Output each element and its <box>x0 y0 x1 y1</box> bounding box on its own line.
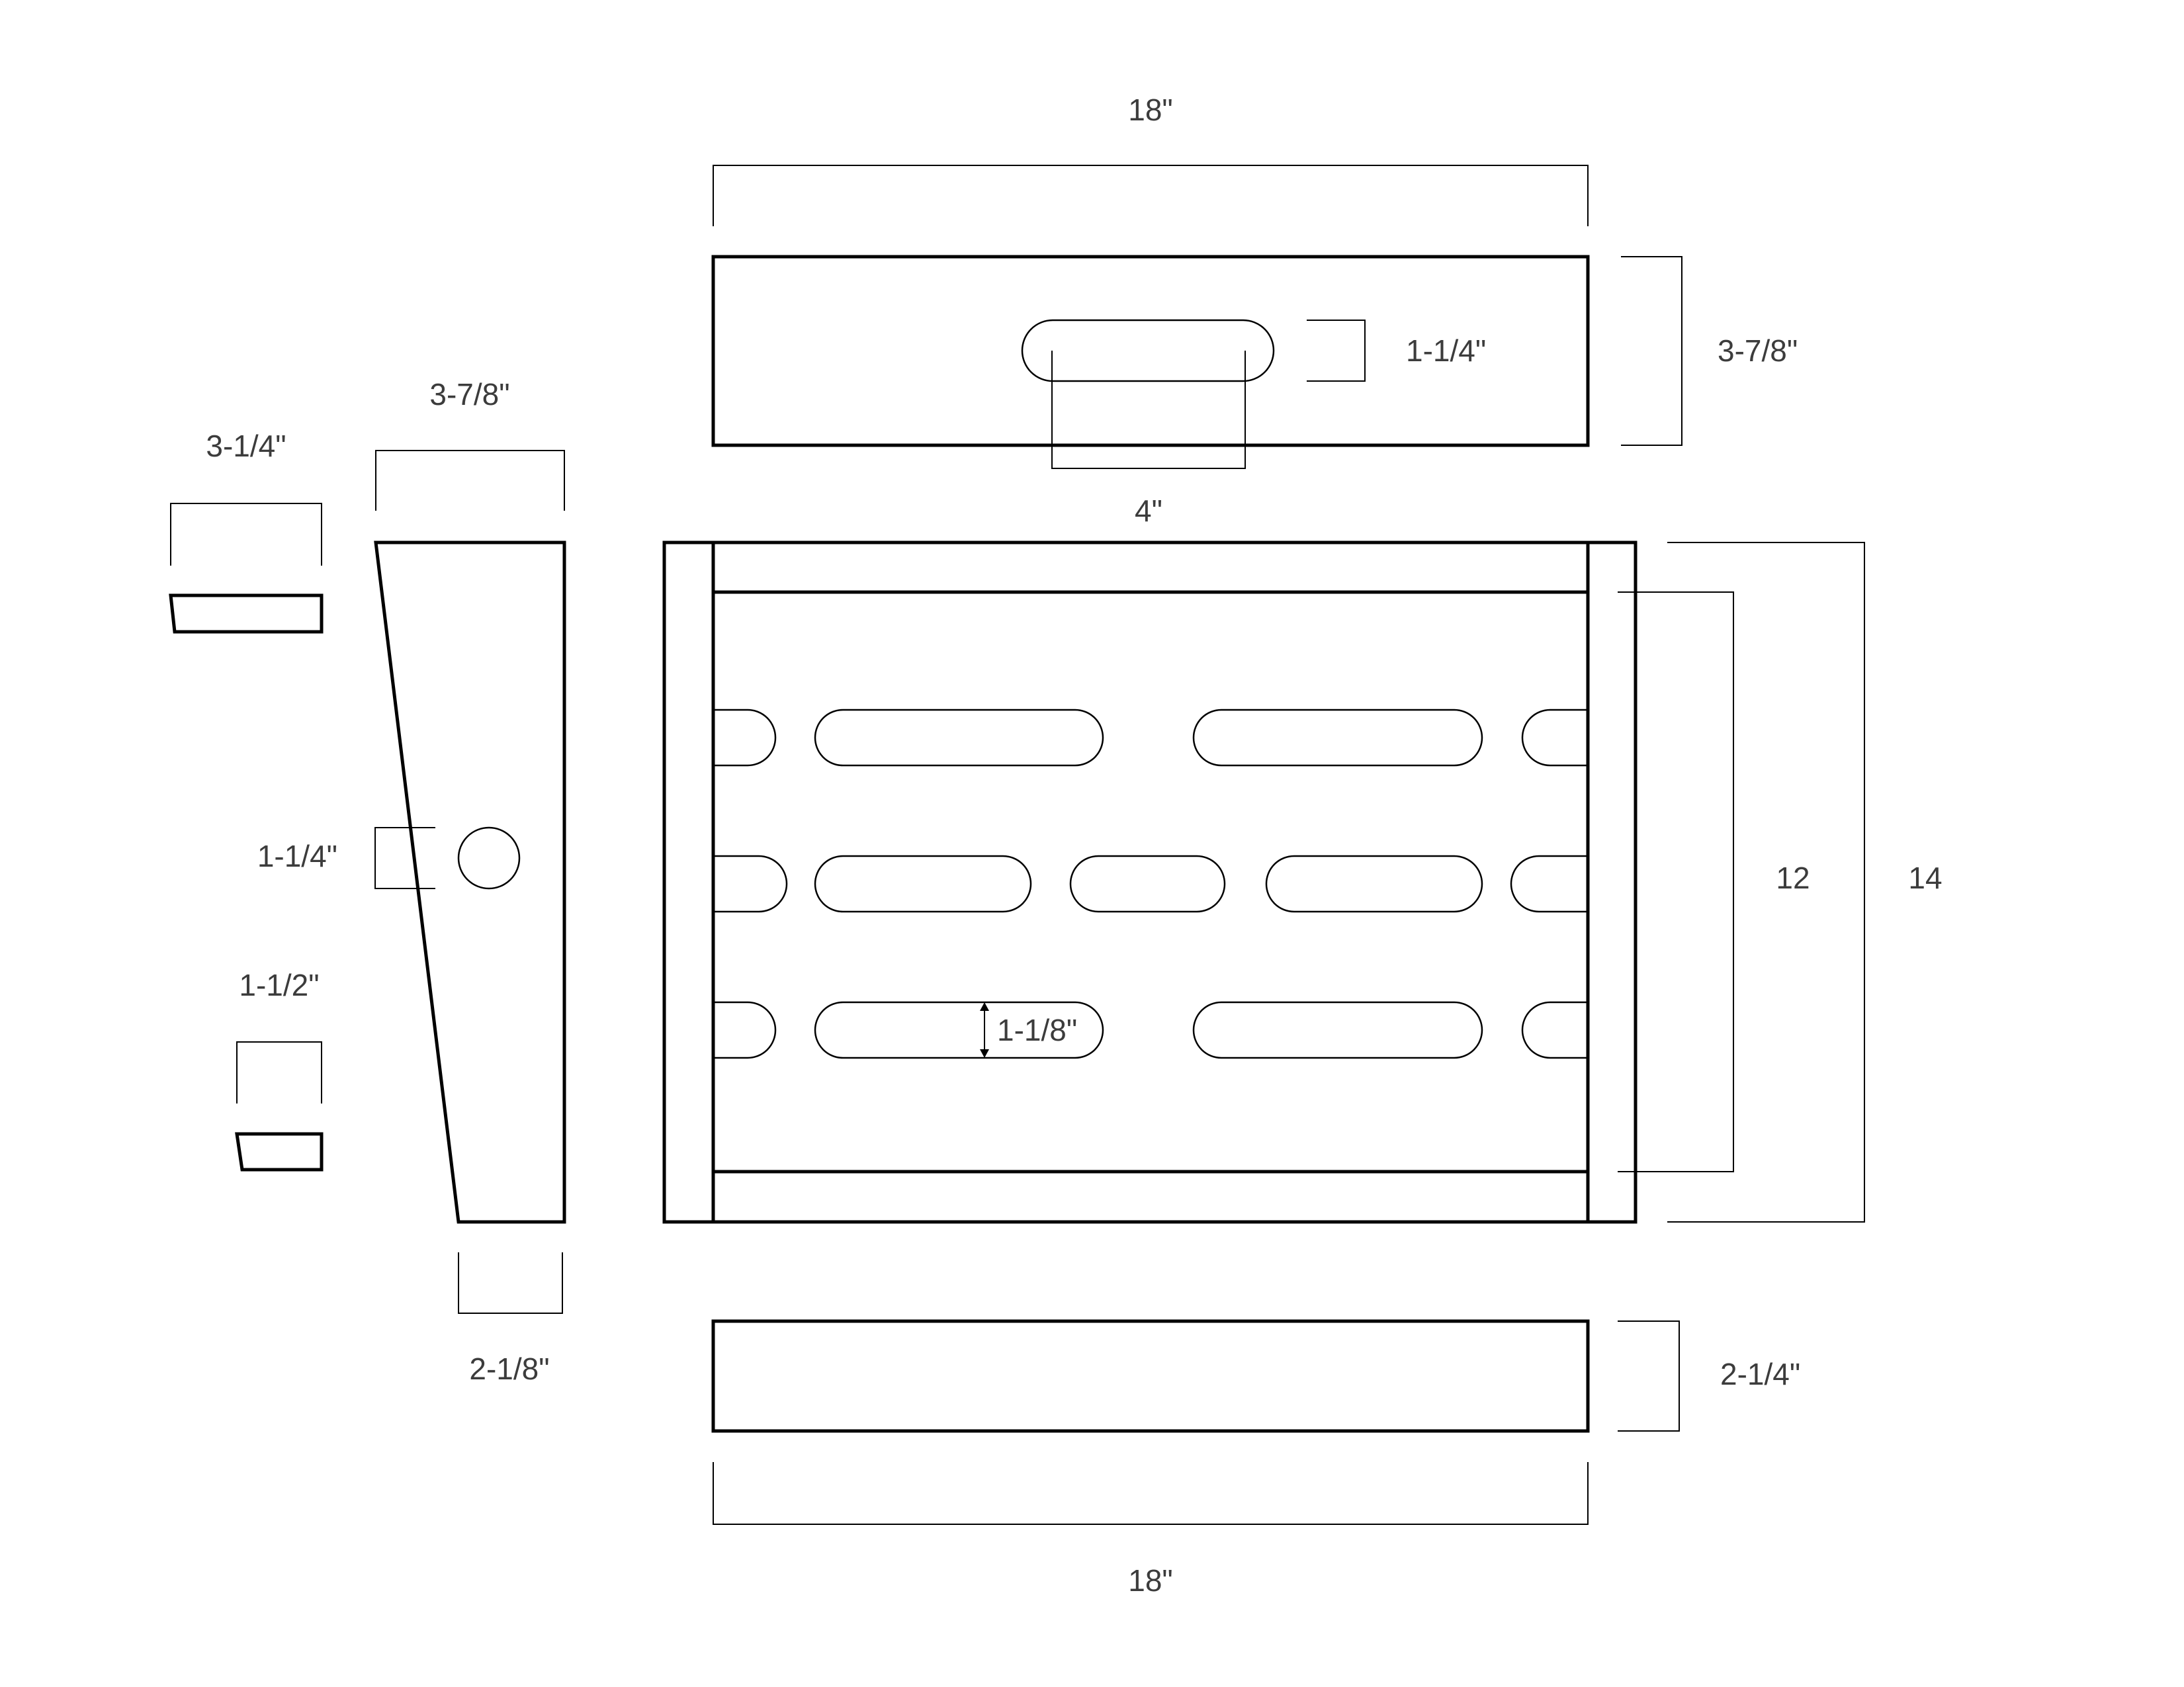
bottom-width-dimension <box>713 1462 1589 1525</box>
tray-slot-height-label: 1-1/8" <box>997 1013 1077 1047</box>
bottom-height-dimension <box>1618 1320 1680 1432</box>
handle-slot-length-dimension <box>1051 351 1246 469</box>
tray-slot-row2-a <box>814 855 1032 913</box>
tray-slot-row1-a <box>814 709 1104 767</box>
tray-slot-row1-right-edge <box>1521 709 1588 767</box>
top-board <box>711 255 1590 447</box>
top-panel: 18" 1-1/4" 3-7/8" 4" <box>711 93 1798 528</box>
block-lower-width-label: 1-1/2" <box>239 968 319 1002</box>
tray-slot-row3-left-edge <box>713 1001 777 1059</box>
bottom-board <box>711 1319 1590 1433</box>
side-top-width-dimension <box>375 450 565 511</box>
tray-slot-row3-a <box>814 1001 1104 1059</box>
bottom-height-label: 2-1/4" <box>1720 1357 1800 1391</box>
side-panel: 3-7/8" 1-1/4" 2-1/8" <box>257 377 566 1386</box>
tray-slot-row1-b <box>1192 709 1483 767</box>
handle-slot <box>1021 319 1275 382</box>
tray-slot-row3-right-edge <box>1521 1001 1588 1059</box>
side-hole-dimension <box>374 827 435 889</box>
tray-slot-row2-left-edge <box>713 855 788 913</box>
handle-slot-height-label: 1-1/4" <box>1406 333 1486 368</box>
tray: 1-1/8" 12 14 <box>662 541 1943 1224</box>
block-upper: 3-1/4" <box>169 429 324 634</box>
handle-slot-length-label: 4" <box>1135 494 1162 528</box>
top-width-label: 18" <box>1128 93 1173 127</box>
tray-slot-row3-b <box>1192 1001 1483 1059</box>
tray-slot-row2-right-edge <box>1510 855 1588 913</box>
tray-outer-height-label: 14 <box>1908 861 1942 895</box>
side-board <box>374 541 566 1224</box>
side-bottom-width-dimension <box>458 1252 563 1314</box>
block-upper-width-dimension <box>170 503 322 566</box>
block-upper-width-label: 3-1/4" <box>206 429 286 463</box>
tray-outer-frame <box>662 541 1638 1224</box>
side-hole-label: 1-1/4" <box>257 839 337 873</box>
tray-outer-height-dimension <box>1667 542 1865 1223</box>
side-bottom-width-label: 2-1/8" <box>469 1352 549 1386</box>
tray-inner-height-label: 12 <box>1776 861 1810 895</box>
tray-slot-row2-c <box>1265 855 1483 913</box>
side-hole <box>457 826 521 890</box>
tray-inner-height-dimension <box>1618 591 1734 1172</box>
top-width-dimension <box>713 165 1589 226</box>
tray-slot-row2-b <box>1069 855 1226 913</box>
top-height-label: 3-7/8" <box>1718 333 1798 368</box>
side-top-width-label: 3-7/8" <box>429 377 509 411</box>
top-height-dimension <box>1621 256 1682 446</box>
block-lower: 1-1/2" <box>235 968 324 1172</box>
block-lower-width-dimension <box>236 1041 322 1103</box>
block-upper-shape <box>169 593 324 634</box>
bottom-width-label: 18" <box>1128 1563 1173 1598</box>
tray-slot-height-dimension <box>980 1002 989 1058</box>
block-lower-shape <box>235 1132 324 1172</box>
bottom-panel: 2-1/4" 18" <box>711 1319 1800 1598</box>
handle-slot-height-dimension <box>1307 320 1366 382</box>
tray-slot-row1-left-edge <box>713 709 777 767</box>
